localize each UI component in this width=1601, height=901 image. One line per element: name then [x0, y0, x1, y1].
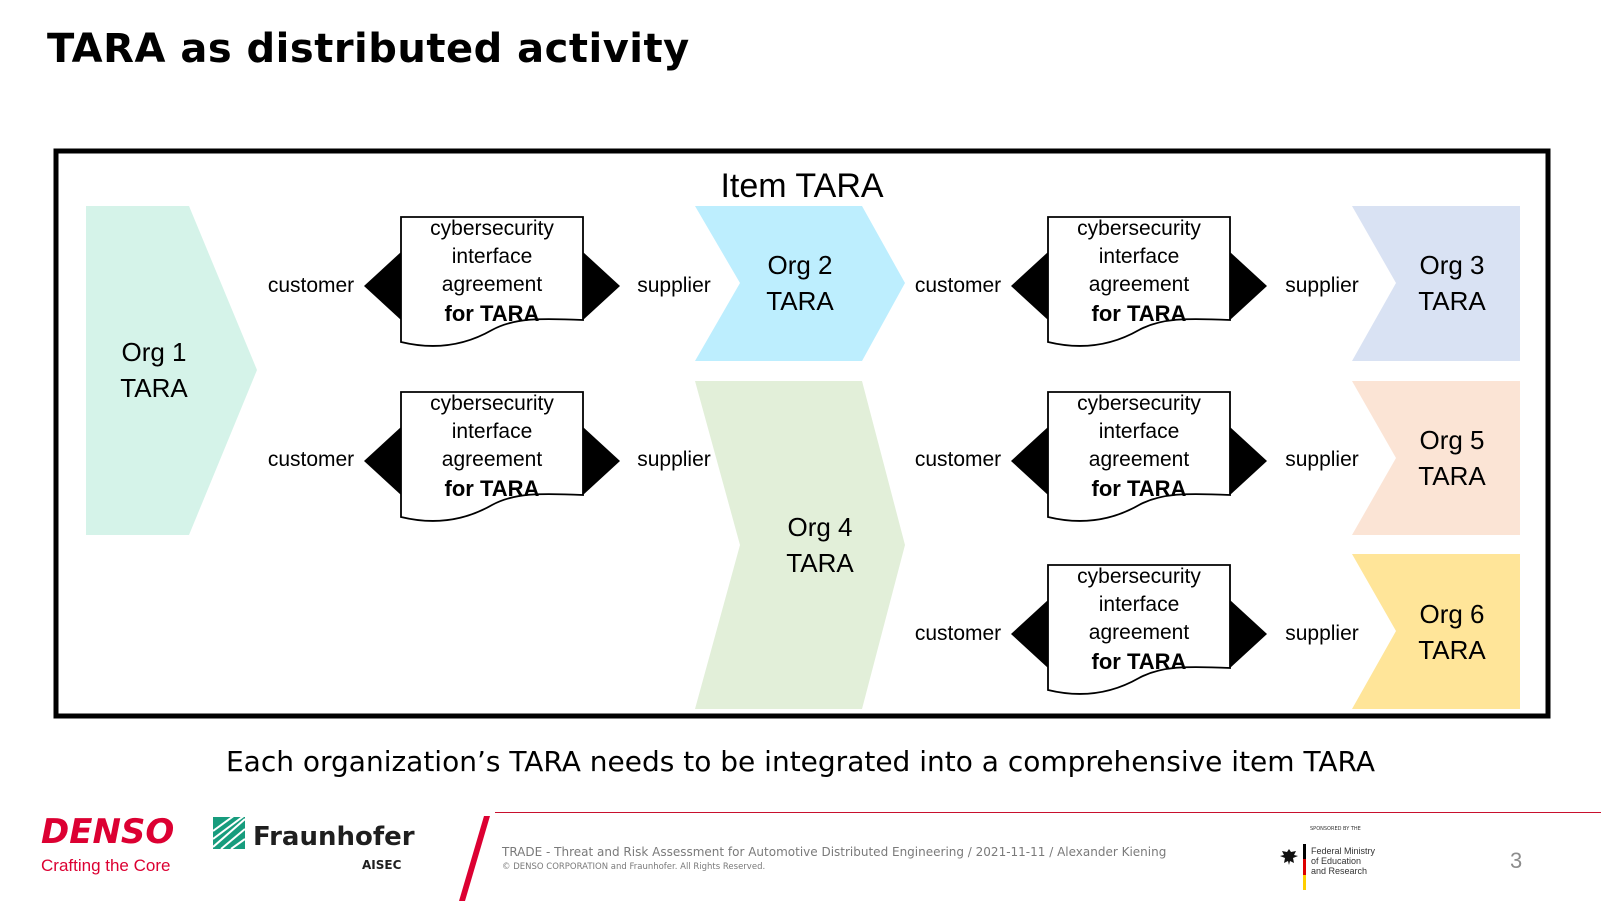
org-3-line2: TARA [1418, 286, 1486, 316]
agreement-5: cybersecurity interface agreement for TA… [1011, 564, 1268, 695]
agreement-3-line4: for TARA [1092, 301, 1187, 326]
item-tara-frame [53, 148, 1551, 719]
denso-tagline: Crafting the Core [41, 856, 171, 875]
org-3-chevron: Org 3 TARA [1352, 206, 1520, 361]
footer-title: TRADE - Threat and Risk Assessment for A… [502, 845, 1167, 859]
agreement-2: cybersecurity interface agreement for TA… [364, 391, 621, 522]
org-2-line1: Org 2 [767, 250, 832, 280]
org-5-shape [1352, 381, 1520, 535]
page-number: 3 [1510, 848, 1523, 873]
agreement-5-line1: cybersecurity [1077, 565, 1201, 588]
org-5-chevron: Org 5 TARA [1352, 381, 1520, 535]
bmbf-sponsor-label: SPONSORED BY THE [1310, 826, 1361, 832]
slide-title: TARA as distributed activity [47, 26, 690, 72]
org-1-chevron: Org 1 TARA [86, 206, 257, 535]
agreement-2-line1: cybersecurity [430, 392, 554, 415]
org-3-line1: Org 3 [1419, 250, 1484, 280]
denso-logo: DENSO [41, 812, 175, 852]
org-1-line1: Org 1 [121, 337, 186, 367]
org-6-line1: Org 6 [1419, 599, 1484, 629]
item-tara-label: Item TARA [720, 167, 883, 205]
agreement-2-line2: interface [452, 420, 533, 443]
agreement-3-line2: interface [1099, 245, 1180, 268]
agreement-4: cybersecurity interface agreement for TA… [1011, 391, 1268, 522]
agreement-3: cybersecurity interface agreement for TA… [1011, 216, 1268, 347]
fraunhofer-institute: AISEC [362, 858, 402, 872]
org-2-shape [695, 206, 905, 361]
agreement-5-supplier-label: supplier [1285, 622, 1359, 645]
org-4-line2: TARA [786, 548, 854, 578]
agreement-4-line2: interface [1099, 420, 1180, 443]
tara-diagram: Item TARA Org 1 TARA Org 2 TARA Org 3 TA… [53, 148, 1551, 719]
fraunhofer-logo-text: Fraunhofer [253, 822, 415, 852]
agreement-1-line4: for TARA [445, 301, 540, 326]
org-5-line2: TARA [1418, 461, 1486, 491]
fraunhofer-logo-icon [213, 817, 245, 849]
agreement-5-line4: for TARA [1092, 649, 1187, 674]
agreement-1: cybersecurity interface agreement for TA… [364, 216, 621, 347]
agreement-1-supplier-label: supplier [637, 274, 711, 297]
bmbf-line2: of Education [1311, 856, 1362, 866]
bmbf-line1: Federal Ministry [1311, 846, 1376, 856]
footer-divider [495, 812, 1601, 813]
agreement-2-supplier-label: supplier [637, 448, 711, 471]
agreement-3-line1: cybersecurity [1077, 217, 1201, 240]
agreement-4-line3: agreement [1089, 448, 1190, 471]
org-6-shape [1352, 554, 1520, 709]
slide-caption: Each organization’s TARA needs to be int… [225, 745, 1376, 778]
agreement-1-customer-label: customer [268, 274, 354, 297]
org-2-line2: TARA [766, 286, 834, 316]
agreement-4-line4: for TARA [1092, 476, 1187, 501]
agreement-4-supplier-label: supplier [1285, 448, 1359, 471]
agreement-1-line3: agreement [442, 273, 543, 296]
org-4-shape [695, 381, 905, 709]
org-3-shape [1352, 206, 1520, 361]
org-1-line2: TARA [120, 373, 188, 403]
agreement-2-customer-label: customer [268, 448, 354, 471]
agreement-5-customer-label: customer [915, 622, 1001, 645]
agreement-2-line4: for TARA [445, 476, 540, 501]
org-4-chevron: Org 4 TARA [695, 381, 905, 709]
agreement-3-line3: agreement [1089, 273, 1190, 296]
bmbf-line3: and Research [1311, 866, 1368, 876]
agreement-3-customer-label: customer [915, 274, 1001, 297]
agreement-1-line1: cybersecurity [430, 217, 554, 240]
bmbf-logo-text: Federal Ministry of Education and Resear… [1311, 846, 1375, 876]
org-6-chevron: Org 6 TARA [1352, 554, 1520, 709]
agreement-2-line3: agreement [442, 448, 543, 471]
agreement-5-line2: interface [1099, 593, 1180, 616]
federal-eagle-icon [1280, 849, 1298, 865]
org-6-line2: TARA [1418, 635, 1486, 665]
agreement-4-customer-label: customer [915, 448, 1001, 471]
footer-copyright: © DENSO CORPORATION and Fraunhofer. All … [502, 862, 766, 872]
agreement-1-line2: interface [452, 245, 533, 268]
org-1-shape [86, 206, 257, 535]
agreement-3-supplier-label: supplier [1285, 274, 1359, 297]
org-5-line1: Org 5 [1419, 425, 1484, 455]
agreement-4-line1: cybersecurity [1077, 392, 1201, 415]
org-4-line1: Org 4 [787, 512, 852, 542]
agreement-5-line3: agreement [1089, 621, 1190, 644]
org-2-chevron: Org 2 TARA [695, 206, 905, 361]
german-flag-bar [1303, 844, 1306, 890]
